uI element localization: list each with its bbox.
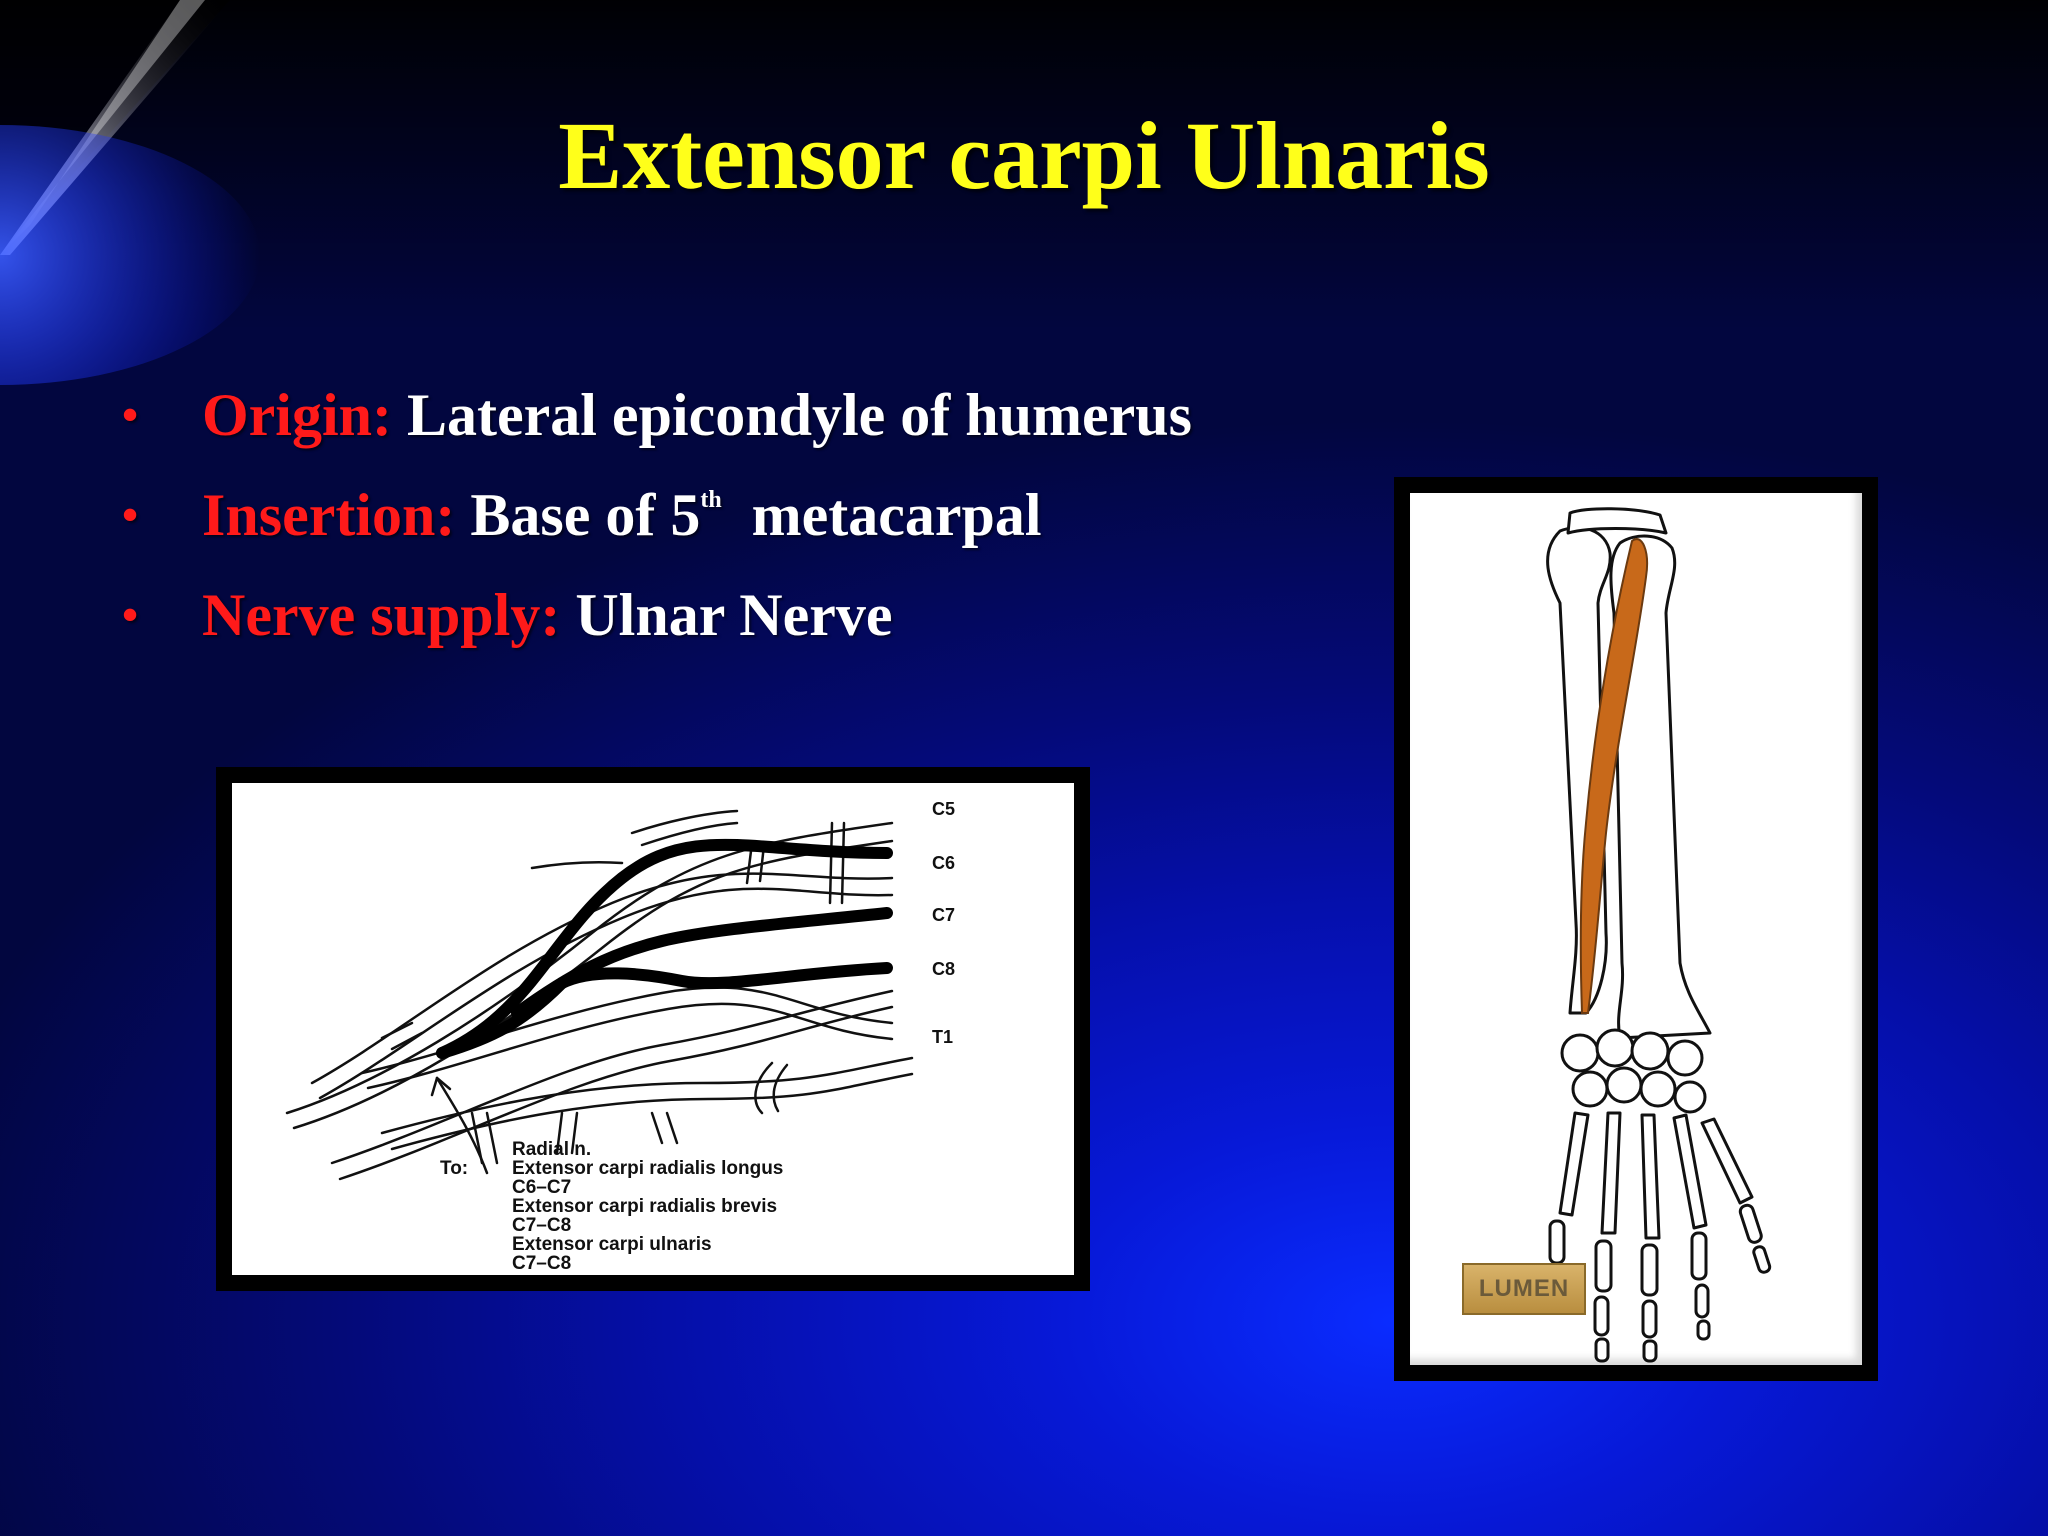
bullet-dot-icon: •: [122, 389, 139, 440]
caption-line: Extensor carpi radialis brevis: [512, 1196, 777, 1217]
bullet-dot-icon: •: [122, 489, 139, 540]
nerve-supply-text: Ulnar Nerve: [575, 582, 893, 648]
forearm-figure: LUMEN: [1410, 493, 1862, 1365]
root-label-c5: C5: [932, 799, 955, 819]
origin-label: Origin:: [202, 382, 392, 448]
insertion-text-end: metacarpal: [721, 482, 1042, 548]
bullet-dot-icon: •: [122, 589, 139, 640]
bullet-insertion: • Insertion: Base of 5th metacarpal: [118, 475, 1368, 575]
brachial-plexus-figure-frame: C5 C6 C7 C8 T1 Radial n. To: Extensor ca…: [216, 767, 1090, 1291]
root-label-c8: C8: [932, 959, 955, 979]
insertion-label: Insertion:: [202, 482, 456, 548]
brachial-plexus-figure: C5 C6 C7 C8 T1 Radial n. To: Extensor ca…: [232, 783, 1074, 1275]
caption-line: C7–C8: [512, 1253, 571, 1274]
lumen-logo-badge: LUMEN: [1462, 1263, 1586, 1315]
bullet-list: • Origin: Lateral epicondyle of humerus …: [118, 375, 1368, 675]
caption-line: Extensor carpi radialis longus: [512, 1158, 783, 1179]
insertion-superscript: th: [700, 487, 722, 513]
root-label-c6: C6: [932, 853, 955, 873]
caption-line: Extensor carpi ulnaris: [512, 1234, 712, 1255]
forearm-figure-frame: LUMEN: [1394, 477, 1878, 1381]
root-label-c7: C7: [932, 905, 955, 925]
brachial-plexus-drawing: C5 C6 C7 C8 T1 Radial n. To: Extensor ca…: [285, 799, 955, 1274]
root-label-t1: T1: [932, 1027, 953, 1047]
nerve-supply-label: Nerve supply:: [202, 582, 561, 648]
caption-line: C7–C8: [512, 1215, 571, 1236]
caption-line: C6–C7: [512, 1177, 571, 1198]
origin-text: Lateral epicondyle of humerus: [407, 382, 1192, 448]
bullet-origin: • Origin: Lateral epicondyle of humerus: [118, 375, 1368, 475]
forearm-skeleton-drawing: [1544, 507, 1772, 1363]
bullet-nerve-supply: • Nerve supply: Ulnar Nerve: [118, 575, 1368, 675]
extensor-carpi-ulnaris-muscle: [1579, 538, 1648, 1014]
radial-nerve-label: Radial n.: [512, 1139, 591, 1160]
caption-to-label: To:: [440, 1158, 468, 1179]
insertion-text: Base of 5: [470, 482, 701, 548]
slide-title: Extensor carpi Ulnaris: [558, 102, 1490, 209]
